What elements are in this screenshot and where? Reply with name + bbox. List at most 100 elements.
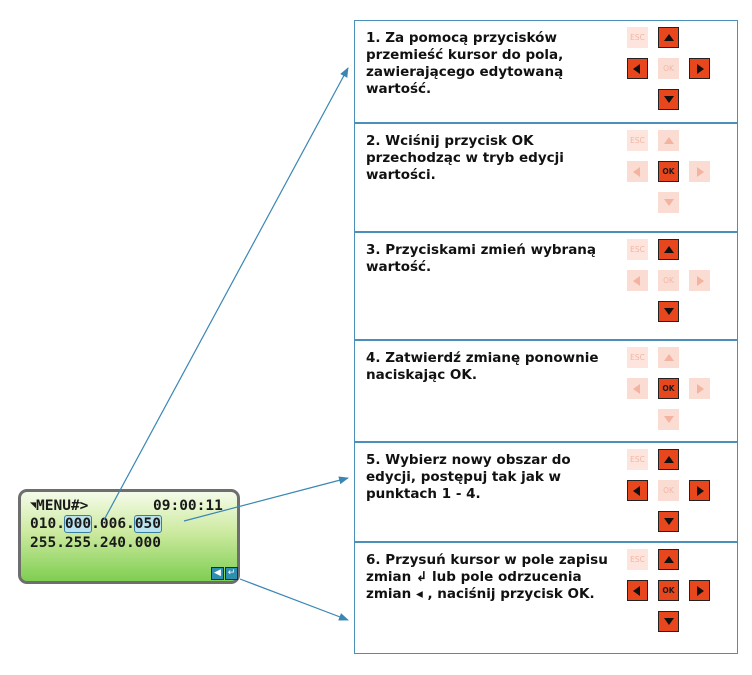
ok-button[interactable]: OK [658,58,679,79]
step-box-4: 4. Zatwierdź zmianę ponownie naciskając … [354,340,738,442]
down-arrow-button[interactable] [658,301,679,322]
esc-button[interactable]: ESC [627,130,648,151]
lcd-display: ◥MENU#> 09:00:11 010.000.006.050 255.255.… [18,489,240,584]
down-arrow-button[interactable] [658,409,679,430]
esc-button-label: ESC [630,455,645,464]
right-arrow-icon [697,166,704,177]
up-arrow-icon [664,137,674,144]
left-arrow-button[interactable] [627,580,648,601]
ok-button-label: OK [663,64,674,73]
down-arrow-icon [664,96,674,103]
step-text: 4. Zatwierdź zmianę ponownie naciskając … [366,350,599,383]
right-arrow-button[interactable] [689,270,710,291]
ok-button-label: OK [662,586,675,595]
right-arrow-button[interactable] [689,378,710,399]
left-arrow-button[interactable] [627,270,648,291]
keypad: ESC OK [627,347,723,431]
lcd-field-selected-2[interactable]: 050 [133,515,162,533]
down-arrow-button[interactable] [658,511,679,532]
up-arrow-button[interactable] [658,449,679,470]
ok-button[interactable]: OK [658,480,679,501]
left-arrow-button[interactable] [627,161,648,182]
lcd-ip-prefix: 010. [30,516,65,532]
menu-corner-icon: ◥ [30,500,37,511]
right-arrow-icon [697,383,704,394]
lcd-line-3: 255.255.240.000 [30,535,161,551]
step-text: 5. Wybierz nowy obszar do edycji, postęp… [366,452,571,502]
ok-button-label: OK [662,167,675,176]
right-arrow-button[interactable] [689,480,710,501]
down-arrow-icon [664,416,674,423]
ok-button-label: OK [663,486,674,495]
arrow-to-step-1 [103,67,349,521]
step-text: 2. Wciśnij przycisk OK przechodząc w try… [366,133,564,183]
step-box-3: 3. Przyciskami zmień wybraną wartość. ESC… [354,232,738,340]
right-arrow-icon [697,585,704,596]
lcd-time: 09:00:11 [153,498,223,514]
ok-button[interactable]: OK [658,161,679,182]
esc-button[interactable]: ESC [627,239,648,260]
step-box-6: 6. Przysuń kursor w pole zapisu zmian ↲ … [354,542,738,654]
left-arrow-icon [633,485,640,496]
up-arrow-button[interactable] [658,347,679,368]
down-arrow-icon [664,518,674,525]
left-arrow-icon [633,166,640,177]
left-arrow-icon [633,383,640,394]
keypad: ESC OK [627,130,723,214]
up-arrow-button[interactable] [658,549,679,570]
left-arrow-icon [633,585,640,596]
esc-button-label: ESC [630,136,645,145]
up-arrow-icon [664,246,674,253]
esc-button-label: ESC [630,555,645,564]
keypad: ESC OK [627,239,723,323]
lcd-ip-mid: .006. [91,516,135,532]
keypad: ESC OK [627,549,723,633]
step-text: 6. Przysuń kursor w pole zapisu zmian ↲ … [366,552,608,602]
left-arrow-button[interactable] [627,480,648,501]
discard-changes-icon[interactable]: ◀ [211,567,224,580]
ok-button-label: OK [662,384,675,393]
up-arrow-icon [664,34,674,41]
step-text: 3. Przyciskami zmień wybraną wartość. [366,242,597,275]
up-arrow-icon [664,556,674,563]
esc-button-label: ESC [630,33,645,42]
up-arrow-icon [664,456,674,463]
up-arrow-button[interactable] [658,239,679,260]
ok-button[interactable]: OK [658,378,679,399]
down-arrow-icon [664,618,674,625]
ok-button[interactable]: OK [658,270,679,291]
ok-button[interactable]: OK [658,580,679,601]
ok-button-label: OK [663,276,674,285]
lcd-line-2: 010.000.006.050 [30,515,162,533]
lcd-menu-label: MENU#> [36,498,89,514]
lcd-line-1: ◥MENU#> 09:00:11 [30,498,223,514]
right-arrow-button[interactable] [689,161,710,182]
arrow-to-step-6 [239,578,349,621]
save-changes-icon[interactable]: ↵ [225,567,238,580]
step-box-1: 1. Za pomocą przycisków przemieść kursor… [354,20,738,123]
esc-button[interactable]: ESC [627,549,648,570]
lcd-field-selected-1[interactable]: 000 [63,515,93,533]
arrow-to-step-5 [183,476,349,522]
right-arrow-button[interactable] [689,58,710,79]
down-arrow-icon [664,199,674,206]
up-arrow-button[interactable] [658,27,679,48]
left-arrow-button[interactable] [627,58,648,79]
esc-button-label: ESC [630,245,645,254]
left-arrow-button[interactable] [627,378,648,399]
keypad: ESC OK [627,27,723,111]
up-arrow-button[interactable] [658,130,679,151]
esc-button[interactable]: ESC [627,27,648,48]
down-arrow-button[interactable] [658,89,679,110]
right-arrow-button[interactable] [689,580,710,601]
step-text: 1. Za pomocą przycisków przemieść kursor… [366,30,564,97]
esc-button[interactable]: ESC [627,449,648,470]
down-arrow-button[interactable] [658,611,679,632]
right-arrow-icon [697,275,704,286]
down-arrow-button[interactable] [658,192,679,213]
step-box-5: 5. Wybierz nowy obszar do edycji, postęp… [354,442,738,542]
down-arrow-icon [664,308,674,315]
esc-button[interactable]: ESC [627,347,648,368]
right-arrow-icon [697,63,704,74]
